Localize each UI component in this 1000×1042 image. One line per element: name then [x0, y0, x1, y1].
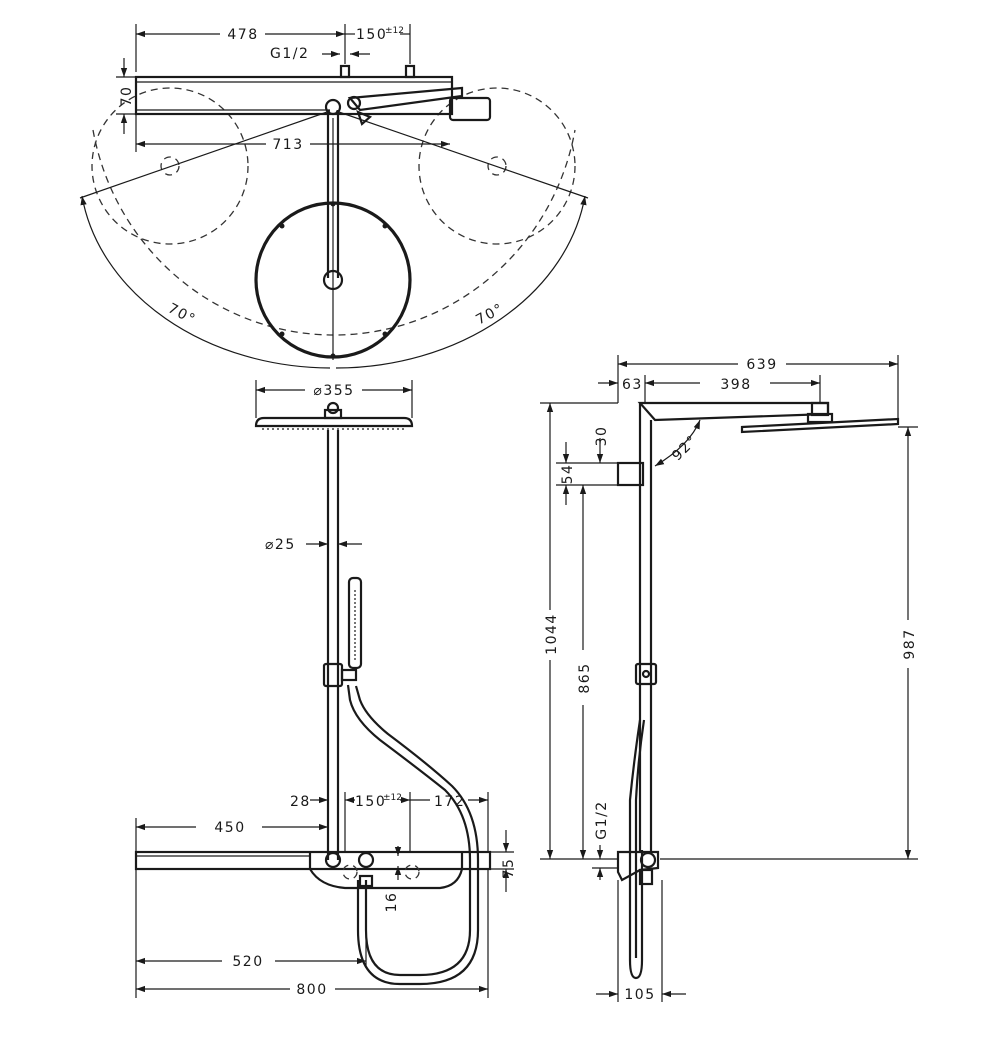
swing-circle-left — [91, 87, 249, 245]
dim-105: 105 — [624, 987, 655, 1003]
top-view: 478 150 ±12 G1/2 70 713 70° 70° — [79, 24, 589, 369]
dim-450: 450 — [214, 820, 245, 836]
angle-92: 92° — [669, 432, 701, 464]
thermostat-bar — [134, 850, 492, 871]
side-view: 639 63 398 92° 30 54 1044 865 G1/ — [540, 355, 918, 1003]
dim-713: 713 — [272, 137, 303, 153]
dim-1044: 1044 — [544, 613, 560, 655]
dim-16: 16 — [384, 892, 400, 913]
dim-800: 800 — [296, 982, 327, 998]
dim-28: 28 — [290, 794, 311, 810]
swing-circle-right — [418, 87, 576, 245]
thread-label-top: G1/2 — [270, 46, 309, 62]
dim-70: 70 — [119, 86, 135, 107]
svg-text:±12: ±12 — [383, 793, 402, 803]
dim-75: 75 — [501, 858, 517, 879]
front-view: ⌀355 ⌀25 28 150 ±12 — [134, 380, 517, 998]
dim-398: 398 — [720, 377, 751, 393]
dim-478: 478 — [227, 27, 258, 43]
dim-987: 987 — [902, 628, 918, 659]
dim-25: ⌀25 — [265, 537, 296, 553]
dim-54: 54 — [560, 464, 576, 485]
swing-arc — [92, 129, 576, 336]
dim-63: 63 — [622, 377, 643, 393]
shelf-top — [134, 75, 454, 116]
overhead-shower-side — [740, 417, 900, 434]
thread-label-side: G1/2 — [594, 800, 610, 839]
dim-30: 30 — [594, 426, 610, 447]
dim-355: ⌀355 — [313, 383, 354, 399]
svg-text:±12: ±12 — [385, 26, 404, 36]
overhead-shower-front — [254, 416, 414, 428]
dim-865: 865 — [577, 662, 593, 693]
dim-150-front: 150 — [355, 794, 386, 810]
dim-520: 520 — [232, 954, 263, 970]
dim-150-top: 150 — [356, 27, 387, 43]
dim-172: 172 — [434, 794, 465, 810]
dim-639: 639 — [746, 357, 777, 373]
angle-left: 70° — [165, 301, 198, 329]
angle-right: 70° — [473, 301, 506, 329]
